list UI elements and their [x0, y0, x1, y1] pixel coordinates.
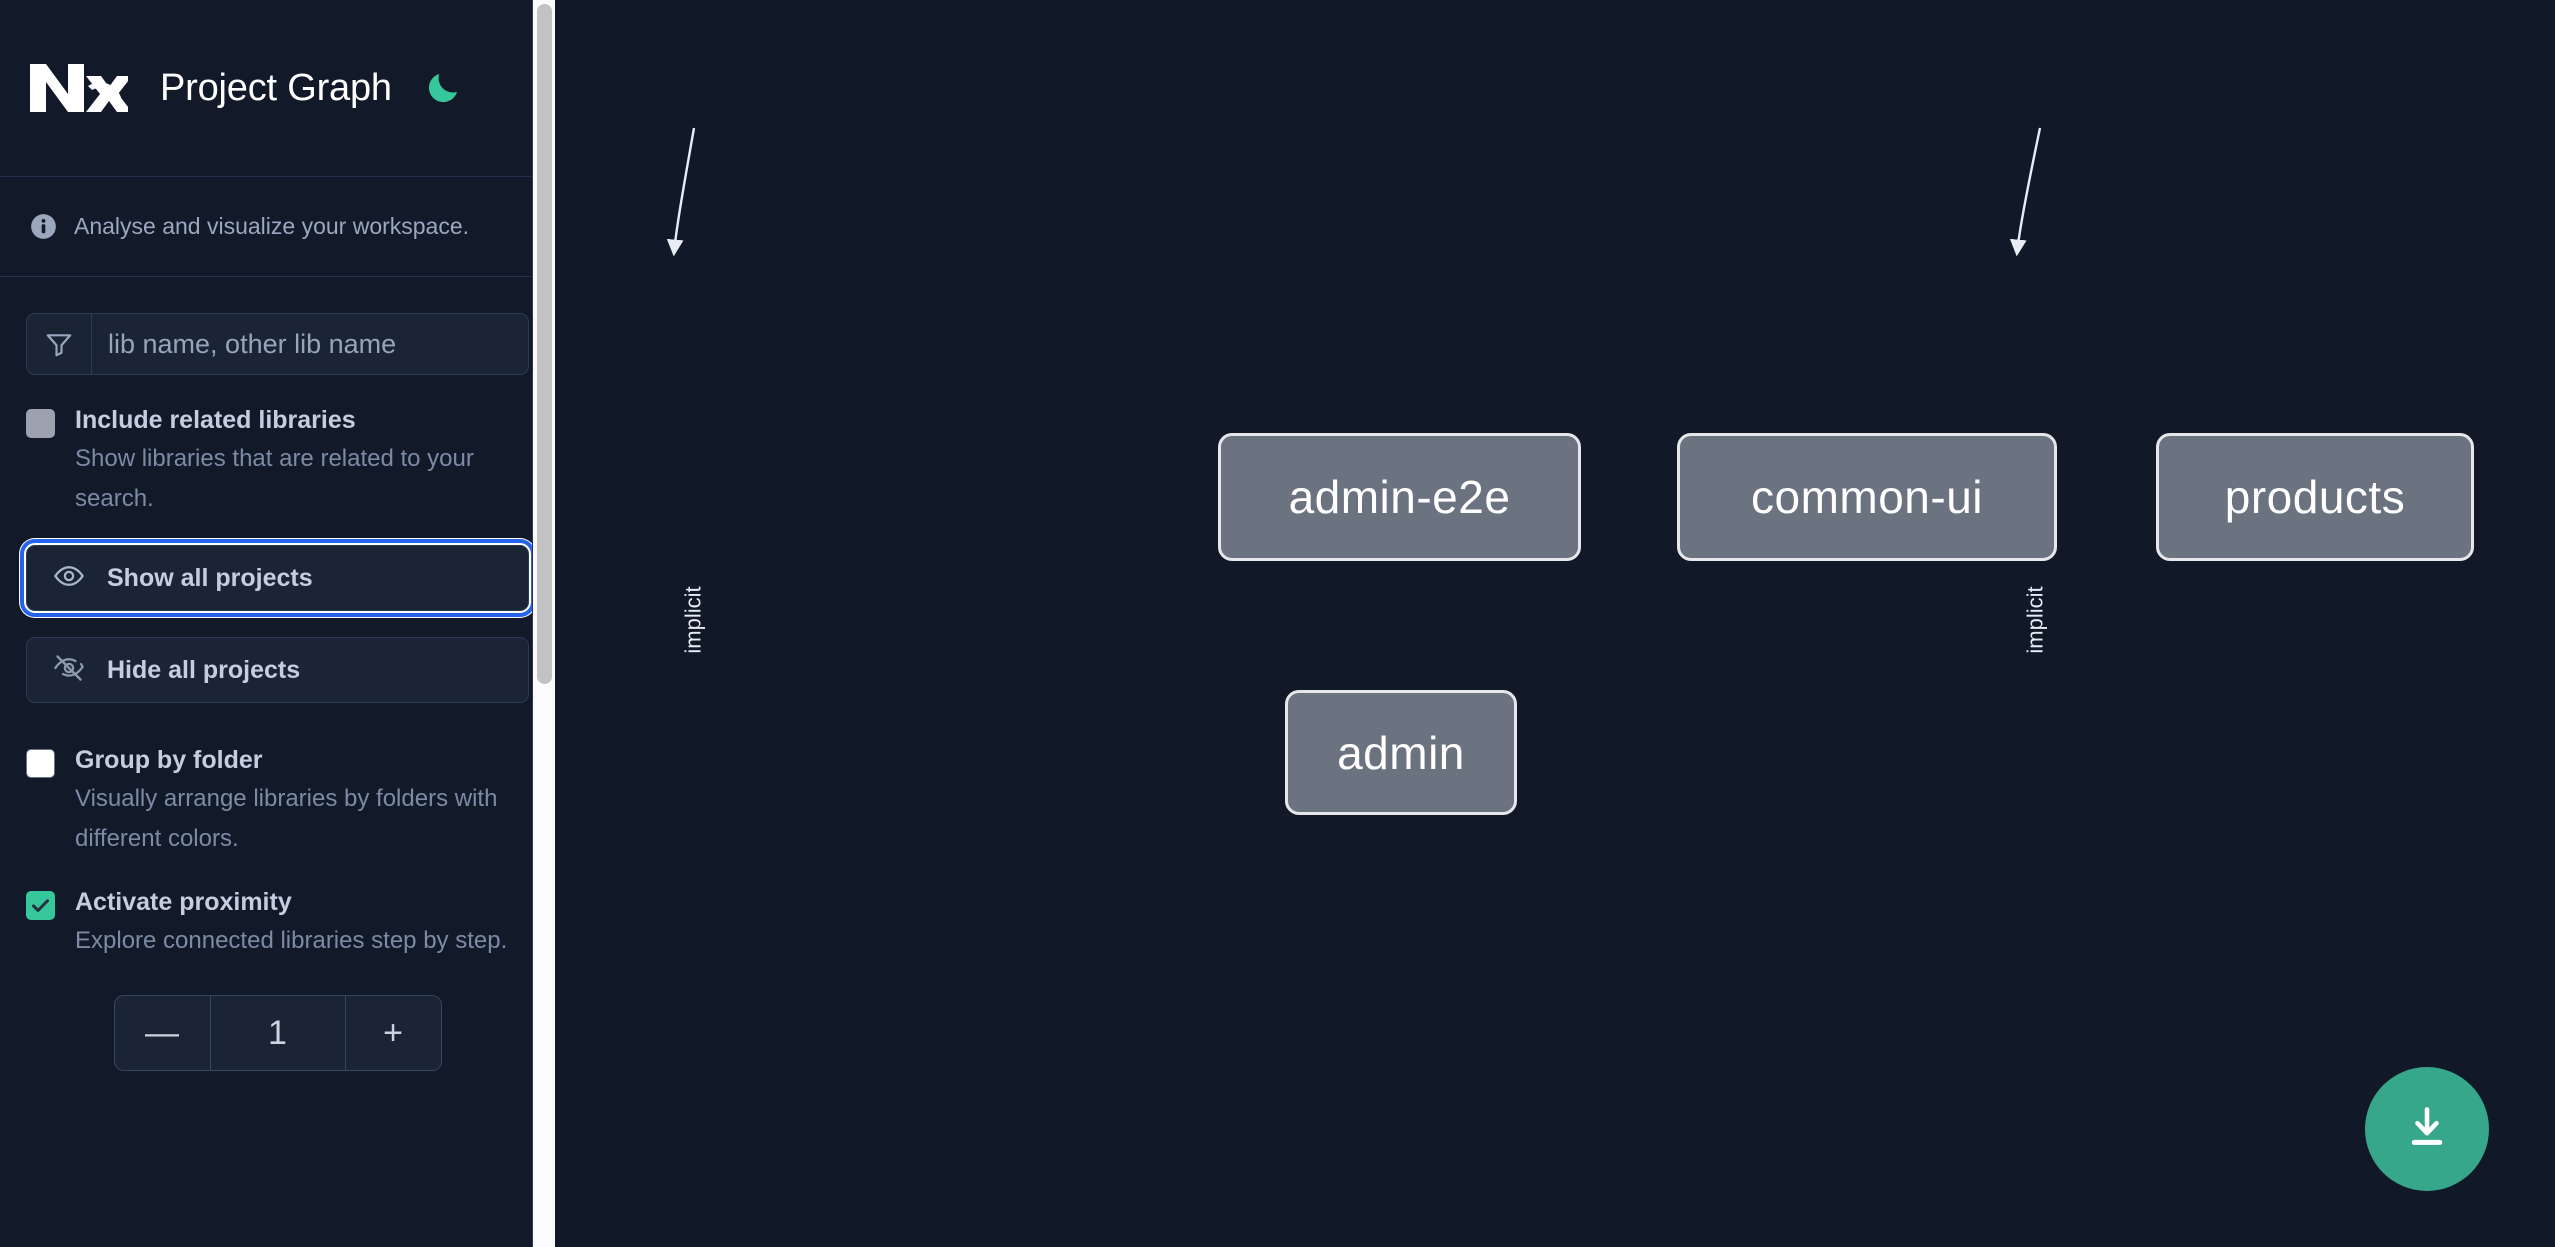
eye-slash-icon — [53, 652, 85, 689]
download-button[interactable] — [2365, 1067, 2489, 1191]
option-include-related-libraries[interactable]: Include related libraries Show libraries… — [26, 405, 529, 519]
stepper-decrement-button[interactable]: — — [114, 996, 211, 1070]
graph-edges — [666, 127, 2042, 257]
sidebar-header: Project Graph — [0, 0, 555, 177]
sidebar-scrollbar[interactable] — [532, 0, 555, 1247]
search-field[interactable] — [26, 313, 529, 375]
option-activate-proximity[interactable]: Activate proximity Explore connected lib… — [26, 887, 529, 961]
download-icon — [2401, 1102, 2453, 1157]
nx-logo-icon — [28, 56, 128, 120]
graph-node-products[interactable]: products — [2156, 433, 2474, 561]
stepper-increment-button[interactable]: + — [344, 996, 441, 1070]
edge-label-implicit-store: implicit — [2022, 586, 2048, 654]
show-all-projects-button[interactable]: Show all projects — [20, 539, 535, 617]
edge-store-e2e-to-store — [2009, 127, 2042, 257]
show-all-projects-label: Show all projects — [107, 563, 313, 592]
edge-admin-e2e-to-admin — [666, 127, 696, 257]
search-input[interactable] — [92, 314, 528, 374]
info-banner-text: Analyse and visualize your workspace. — [74, 213, 470, 239]
checkbox-include-related-libraries[interactable] — [26, 405, 75, 519]
checkbox-activate-proximity[interactable] — [26, 887, 75, 961]
graph-node-admin[interactable]: admin — [1285, 690, 1517, 815]
eye-icon — [53, 560, 85, 597]
graph-node-common-ui[interactable]: common-ui — [1677, 433, 2057, 561]
checkbox-box — [26, 409, 55, 438]
hide-all-projects-label: Hide all projects — [107, 655, 301, 684]
proximity-stepper: — 1 + — [26, 995, 529, 1071]
option-title: Include related libraries — [75, 406, 356, 434]
option-description: Explore connected libraries step by step… — [75, 927, 508, 954]
option-description: Visually arrange libraries by folders wi… — [75, 785, 498, 852]
stepper-value: 1 — [210, 996, 345, 1070]
sidebar: Project Graph Analyse and visualize your… — [0, 0, 555, 1247]
graph-canvas[interactable]: implicit implicit admin-e2e common-ui pr… — [555, 0, 2555, 1247]
checkbox-group-by-folder[interactable] — [26, 745, 75, 859]
checkbox-box — [26, 749, 55, 778]
option-group-by-folder[interactable]: Group by folder Visually arrange librari… — [26, 745, 529, 859]
info-icon — [30, 213, 57, 240]
moon-icon[interactable] — [422, 67, 464, 109]
sidebar-body: Include related libraries Show libraries… — [0, 277, 555, 1071]
page-title: Project Graph — [160, 66, 392, 109]
info-banner: Analyse and visualize your workspace. — [0, 177, 555, 277]
option-title: Group by folder — [75, 746, 263, 774]
filter-funnel-icon — [27, 314, 92, 374]
option-description: Show libraries that are related to your … — [75, 445, 474, 512]
graph-node-admin-e2e[interactable]: admin-e2e — [1218, 433, 1581, 561]
checkbox-box — [26, 891, 55, 920]
hide-all-projects-button[interactable]: Hide all projects — [26, 637, 529, 703]
sidebar-scrollbar-thumb[interactable] — [537, 4, 552, 684]
edge-label-implicit-admin: implicit — [680, 586, 706, 654]
option-title: Activate proximity — [75, 888, 292, 916]
